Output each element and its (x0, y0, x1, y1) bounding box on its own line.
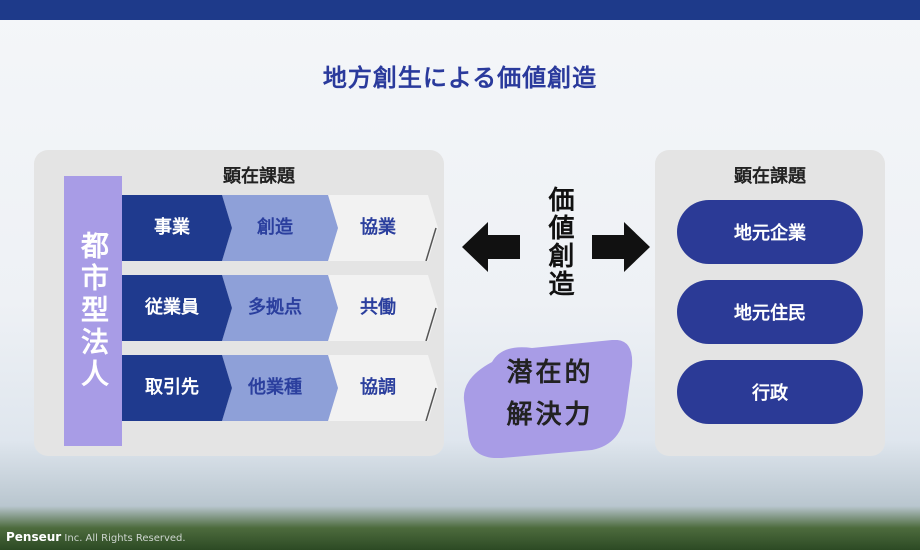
pill-local-residents: 地元住民 (677, 280, 863, 344)
latent-solution-blob (463, 340, 633, 458)
row-chevrons (122, 275, 438, 341)
row-label-employees: 従業員 (145, 297, 199, 318)
left-arrow-icon (462, 222, 520, 272)
footer-copyright: Penseur Inc. All Rights Reserved. (6, 530, 186, 544)
pill-administration: 行政 (677, 360, 863, 424)
urban-corporation-bar: 都市型法人 (64, 176, 122, 446)
row-employees: 従業員 多拠点 共働 (122, 275, 438, 341)
row-label-multi-base: 多拠点 (248, 297, 302, 318)
row-chevrons (122, 195, 438, 261)
footer-rights: Inc. All Rights Reserved. (64, 533, 186, 544)
row-business: 事業 創造 協業 (122, 195, 438, 261)
latent-solution-line1: 潜在的 (506, 358, 594, 388)
left-panel: 顕在課題 都市型法人 事業 創造 協業 従業員 多拠点 共働 (34, 150, 444, 456)
row-label-cooperation: 協調 (360, 377, 396, 398)
row-label-clients: 取引先 (145, 377, 199, 398)
top-bar (0, 0, 920, 20)
row-label-business: 事業 (154, 217, 190, 238)
value-creation-label: 価値創造 (544, 186, 574, 298)
row-label-co-working: 共働 (360, 297, 396, 318)
right-panel: 顕在課題 地元企業 地元住民 行政 (655, 150, 885, 456)
urban-corporation-label: 都市型法人 (77, 231, 110, 391)
row-clients: 取引先 他業種 協調 (122, 355, 438, 421)
row-chevrons (122, 355, 438, 421)
row-label-collaboration: 協業 (360, 217, 396, 238)
pill-local-companies: 地元企業 (677, 200, 863, 264)
right-panel-heading: 顕在課題 (734, 166, 806, 187)
right-arrow-icon (592, 222, 650, 272)
left-panel-heading: 顕在課題 (223, 166, 295, 187)
footer-brand: Penseur (6, 530, 62, 544)
row-label-other-industries: 他業種 (248, 377, 302, 398)
row-label-creation: 創造 (257, 217, 293, 238)
latent-solution-text: 潜在的 解決力 (462, 352, 638, 436)
page-title: 地方創生による価値創造 (322, 64, 598, 92)
latent-solution-line2: 解決力 (506, 400, 594, 430)
